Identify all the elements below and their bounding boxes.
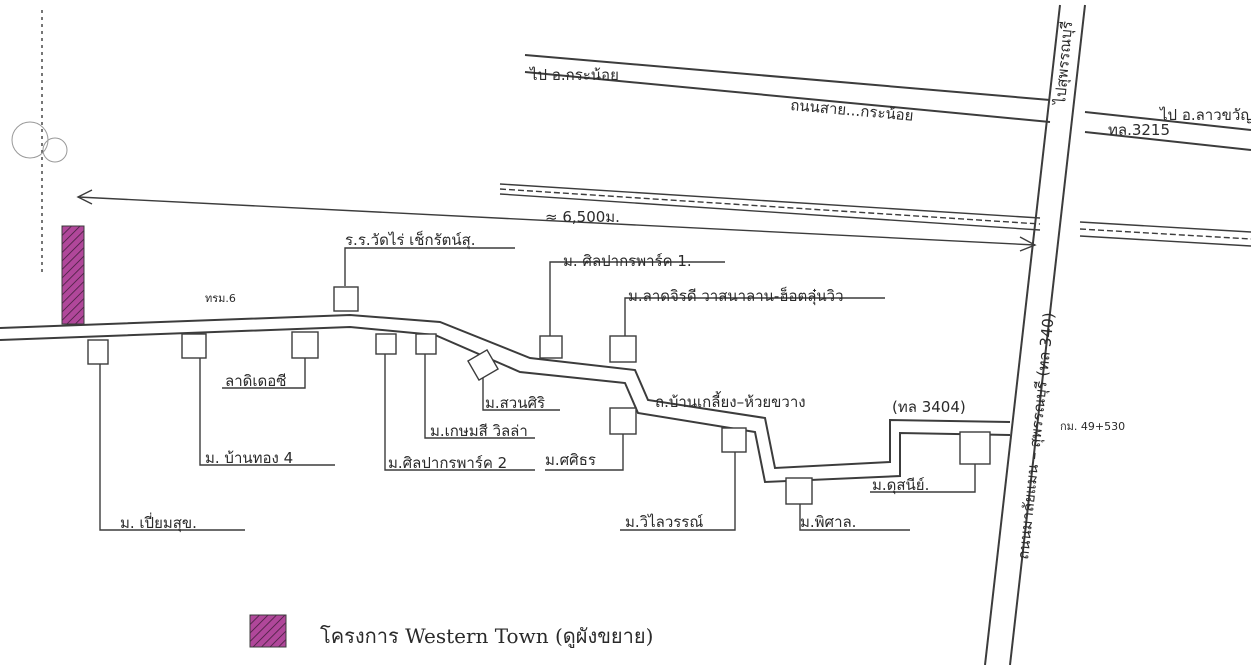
label-top-road: ถนนสาย...กระน้อย [790,96,915,125]
local-road [0,313,1011,484]
label-pinbaan: ม. เปี่ยมสุข. [120,512,197,533]
label-dusanee: ม.ดุสนีย์. [872,476,929,495]
callout-lines [99,247,976,531]
distance-arrow [76,189,1037,252]
label-pisak: ม.พิศาล. [800,513,856,531]
label-bottom-right-road: (ทล 3404) [892,398,966,416]
label-vertical-top: ไปสุพรรณบุรี [1051,20,1077,106]
label-rest-left: ลาดิเดอซี [225,372,286,390]
label-wongthong: ม. บ้านทอง 4 [205,449,293,467]
label-top-right-code: ทล.3215 [1108,121,1170,139]
legend: โครงการ Western Town (ดูผังขยาย) [249,614,653,649]
label-virat: ม.วิไลวรรณ์ [625,513,703,531]
hatched-road [499,183,1251,247]
tree-sketch [11,10,68,275]
label-vill-right: ม.ลาดจิรดี วาสนาลาน-ฮ็อตลุ๋นวิว [628,286,844,306]
top-road [524,54,1251,151]
label-local-road: ถ.บ้านเกลี้ยง–ห้วยขวาง [655,391,806,411]
legend-swatch [249,614,287,648]
label-top-left-tag: ไป อ.กระน้อย [529,66,619,84]
label-silpakorn: ม. ศิลปากรพาร์ค 1. [563,252,692,270]
building-markers [87,286,991,505]
label-kasem: ม.เกษมสี วิลล่า [430,422,528,440]
label-suan-sri: ม.สวนศิริ [485,394,545,412]
label-silapakorn2: ม.ศิลปากรพาร์ค 2 [388,454,507,472]
vertical-highway [984,4,1086,665]
project-site-block [61,225,85,325]
label-small-road-mark: ทรม.6 [205,292,236,305]
label-wat-top: ร.ร.วัดไร่ เช็กรัตน์สุ. [345,230,476,250]
legend-label: โครงการ Western Town (ดูผังขยาย) [320,624,653,649]
label-distance: ≈ 6,500ม. [545,208,620,226]
label-top-right-tag: ไป อ.ลาวขวัญ [1159,106,1251,124]
label-sasi: ม.ศศิธร [545,451,596,469]
label-km-marker: กม. 49+530 [1060,420,1125,433]
